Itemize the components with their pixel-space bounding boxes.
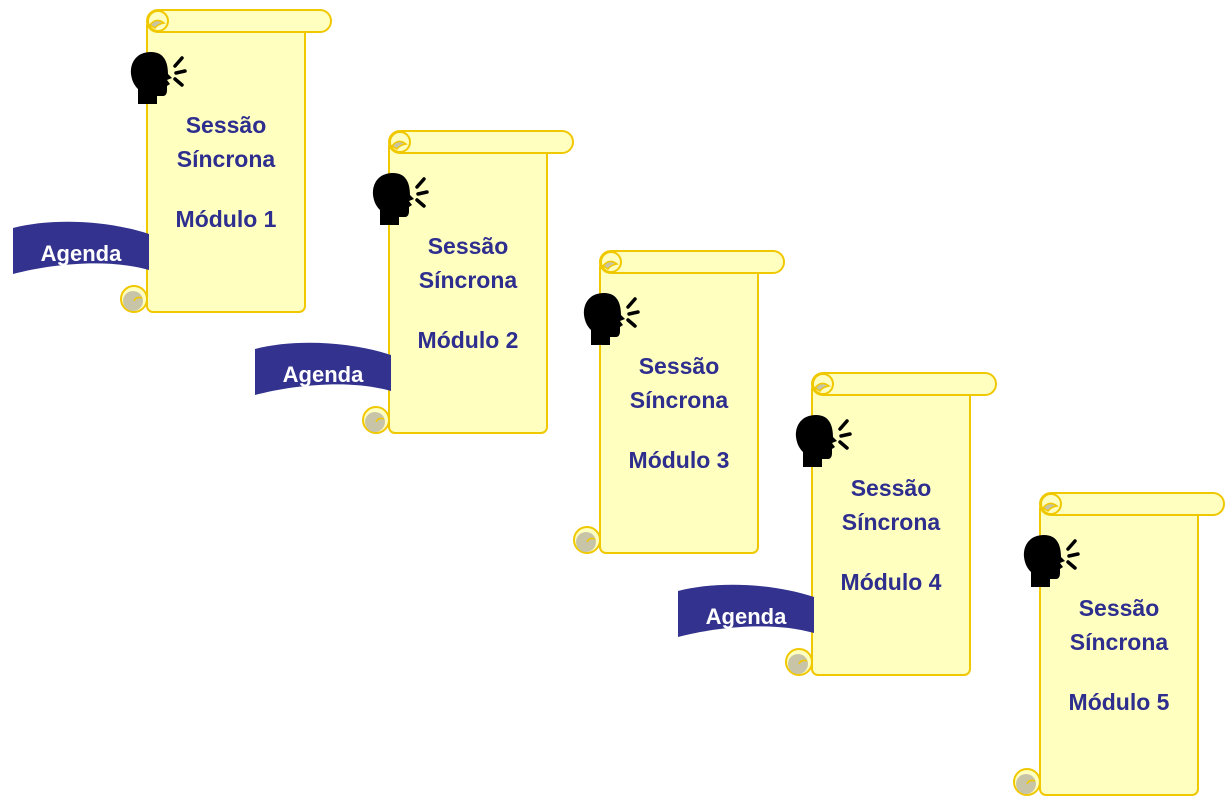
scroll-bottom-curl-line — [586, 537, 596, 543]
scroll-top-curl — [813, 382, 831, 392]
scroll-bottom-curl-line — [1026, 779, 1036, 785]
scroll-bottom-curl-line — [133, 296, 143, 302]
scroll-top-roll — [146, 9, 332, 33]
session-title-line2: Síncrona — [177, 146, 276, 172]
scroll-top-roll — [1039, 492, 1225, 516]
speaking-head-icon — [1023, 535, 1080, 587]
scroll-bottom-curl — [1016, 774, 1036, 794]
agenda-banner: Agenda — [255, 342, 391, 395]
agenda-label: Agenda — [706, 604, 787, 629]
scroll-top-curl — [1041, 502, 1059, 512]
agenda-ribbon — [13, 221, 149, 274]
scroll-bottom-curl — [365, 412, 385, 432]
module-label: Módulo 4 — [841, 569, 942, 595]
session-title-line2: Síncrona — [630, 387, 729, 413]
scroll-top-roll — [599, 250, 785, 274]
session-title-line2: Síncrona — [419, 267, 518, 293]
session-title-line2: Síncrona — [842, 509, 941, 535]
scroll-bottom-curl — [576, 532, 596, 552]
scroll-bottom-curl — [123, 291, 143, 311]
agenda-banner: Agenda — [678, 584, 814, 637]
session-title-line2: Síncrona — [1070, 629, 1169, 655]
module-label: Módulo 1 — [176, 206, 277, 232]
speaking-head-icon — [583, 293, 640, 345]
scroll-top-curl — [390, 140, 408, 150]
session-title-line1: Sessão — [639, 353, 720, 379]
scroll-bottom-curl — [788, 654, 808, 674]
session-title-line1: Sessão — [851, 475, 932, 501]
scroll-top-roll — [811, 372, 997, 396]
session-title-line1: Sessão — [1079, 595, 1160, 621]
agenda-ribbon — [678, 584, 814, 637]
scroll-bottom-curl-line — [798, 659, 808, 665]
agenda-ribbon — [255, 342, 391, 395]
scroll-bottom-curl-line — [375, 417, 385, 423]
speaking-head-icon — [372, 173, 429, 225]
module-label: Módulo 2 — [418, 327, 519, 353]
module-label: Módulo 3 — [629, 447, 730, 473]
speaking-head-icon — [130, 52, 187, 104]
agenda-banner: Agenda — [13, 221, 149, 274]
agenda-label: Agenda — [41, 241, 122, 266]
scroll-top-curl — [148, 19, 166, 29]
speaking-head-icon — [795, 415, 852, 467]
scroll-top-curl — [601, 260, 619, 270]
session-title-line1: Sessão — [428, 233, 509, 259]
session-title-line1: Sessão — [186, 112, 267, 138]
scroll-top-roll — [388, 130, 574, 154]
module-label: Módulo 5 — [1069, 689, 1170, 715]
agenda-label: Agenda — [283, 362, 364, 387]
